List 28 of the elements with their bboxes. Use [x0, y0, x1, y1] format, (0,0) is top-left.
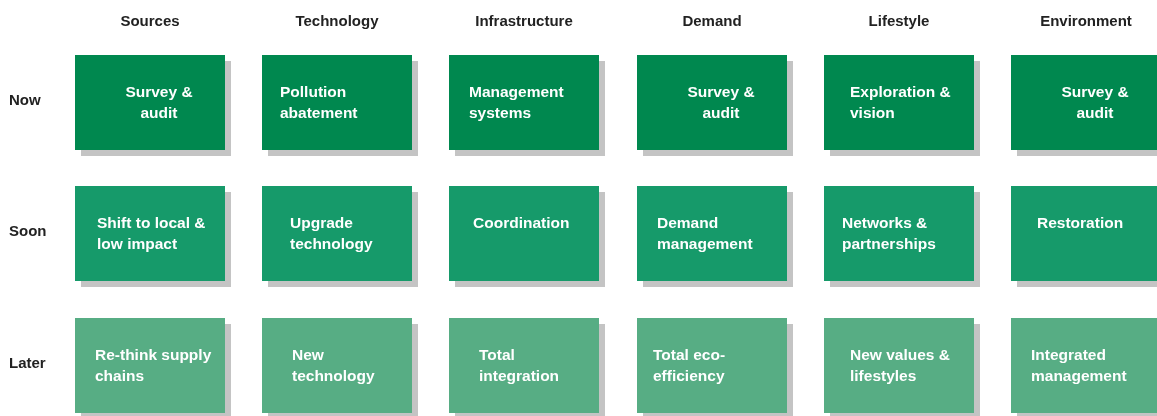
box-label: Coordination	[473, 213, 571, 233]
box-label: Exploration & vision	[850, 82, 952, 123]
box-label: Demand management	[657, 213, 754, 254]
box-label: Survey & audit	[1060, 82, 1130, 123]
column-heading: Sources	[119, 12, 181, 29]
box-label: Pollution abatement	[280, 82, 359, 123]
box-label: Survey & audit	[686, 82, 756, 123]
column-heading: Environment	[1039, 12, 1133, 29]
box-label: Total eco-efficiency	[653, 345, 727, 386]
category-box	[1011, 318, 1157, 413]
box-label: Survey & audit	[124, 82, 194, 123]
row-heading: Soon	[9, 222, 47, 239]
column-heading: Technology	[294, 12, 380, 29]
box-label: Total integration	[479, 345, 561, 386]
column-heading: Infrastructure	[474, 12, 574, 29]
column-heading: Lifestyle	[867, 12, 931, 29]
box-label: Restoration	[1037, 213, 1125, 233]
box-label: New values & lifestyles	[850, 345, 951, 386]
box-label: Management systems	[469, 82, 565, 123]
box-label: Upgrade technology	[290, 213, 374, 254]
box-label: Integrated management	[1031, 345, 1128, 386]
box-label: New technology	[292, 345, 376, 386]
box-label: Networks & partnerships	[842, 213, 937, 254]
column-heading: Demand	[681, 12, 743, 29]
box-label: Shift to local & low impact	[97, 213, 207, 254]
box-label: Re-think supply chains	[95, 345, 213, 386]
row-heading: Now	[9, 91, 41, 108]
row-heading: Later	[9, 354, 46, 371]
